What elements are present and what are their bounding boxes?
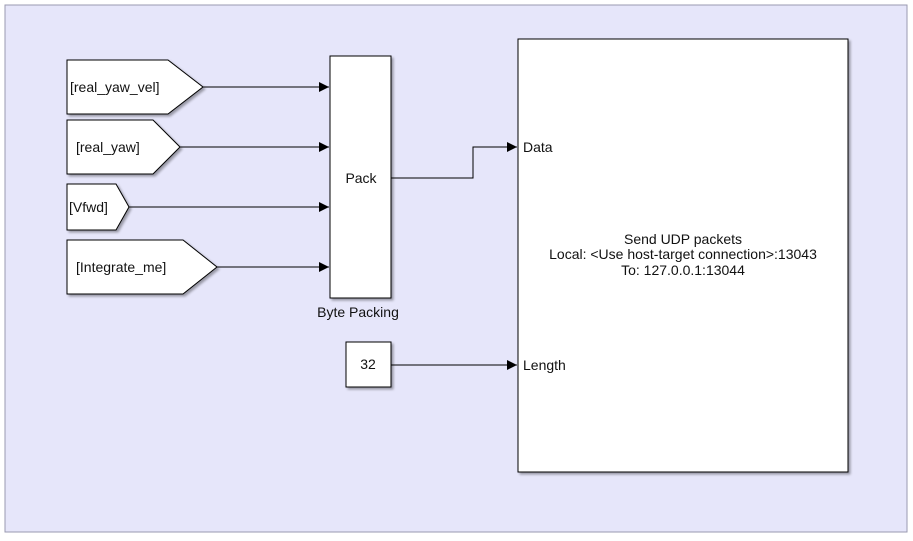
goto-tag-label: [real_yaw] [76, 139, 140, 155]
pack-block-label: Pack [345, 170, 377, 186]
signal-line-pack-to-data[interactable] [391, 142, 517, 179]
goto-block-integrate-me[interactable]: [Integrate_me] [66, 239, 218, 295]
udp-block-local-address: Local: <Use host-target connection>:1304… [549, 246, 817, 262]
signal-lines [129, 82, 517, 370]
byte-packing-caption: Byte Packing [317, 304, 399, 320]
goto-block-real-yaw[interactable]: [real_yaw] [66, 119, 181, 175]
udp-port-data-label: Data [523, 139, 553, 155]
goto-block-real-yaw-vel[interactable]: [real_yaw_vel] [66, 59, 204, 115]
constant-value: 32 [360, 356, 376, 372]
byte-packing-block[interactable]: Pack [329, 55, 392, 299]
udp-block-title: Send UDP packets [624, 231, 742, 247]
udp-block-remote-address: To: 127.0.0.1:13044 [621, 262, 745, 278]
udp-port-length-label: Length [523, 357, 566, 373]
goto-tag-label: [real_yaw_vel] [70, 79, 160, 95]
goto-block-vfwd[interactable]: [Vfwd] [66, 183, 130, 231]
goto-tag-label: [Vfwd] [69, 199, 108, 215]
goto-tag-label: [Integrate_me] [76, 259, 166, 275]
constant-block[interactable]: 32 [345, 341, 392, 388]
udp-send-block[interactable]: Data Length Send UDP packets Local: <Use… [517, 38, 849, 473]
